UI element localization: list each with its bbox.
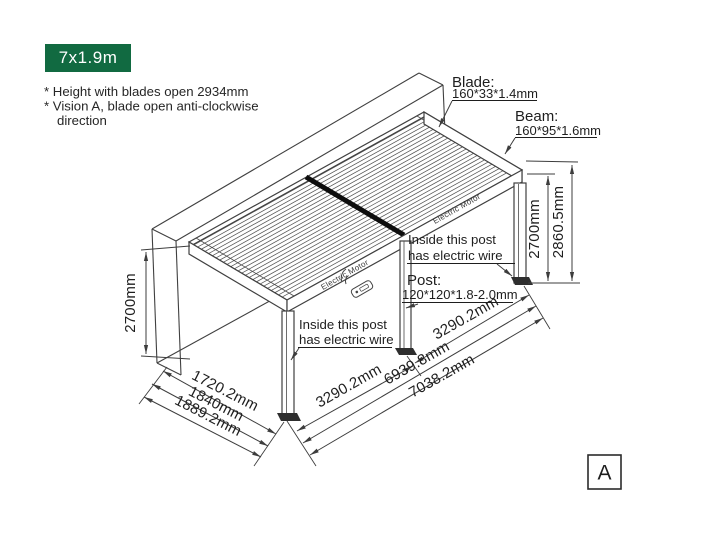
callout-beam: Beam: 160*95*1.6mm [504, 108, 601, 155]
remote-control-icon [340, 268, 374, 298]
dim-label-right-height: 2700mm [526, 199, 543, 259]
wire-top-line2: has electric wire [408, 248, 503, 263]
dimension-right-heights: 2700mm 2860.5mm [525, 160, 580, 284]
dim-label-left-height: 2700mm [122, 273, 139, 333]
note-line-1: * Height with blades open 2934mm [44, 84, 249, 99]
beam-spec: 160*95*1.6mm [515, 123, 601, 138]
note-line-2: * Vision A, blade open anti-clockwise [44, 99, 259, 114]
note-line-3: direction [57, 113, 107, 128]
dim-label-bay-left: 3290.2mm [313, 361, 384, 411]
post-spec: 120*120*1.8-2.0mm [402, 287, 518, 302]
louvered-roof: Electric Motor Electric Motor [187, 110, 524, 314]
post-title: Post: [407, 272, 441, 289]
blade-spec: 160*33*1.4mm [452, 86, 538, 101]
left-post-foot [277, 413, 301, 421]
view-label-box: A [587, 454, 622, 490]
size-badge-label: 7x1.9m [59, 48, 118, 67]
signal-wave-icon [345, 275, 349, 285]
dim-label-right-total-height: 2860.5mm [550, 186, 567, 258]
left-post [281, 310, 295, 419]
dimension-left-height: 2700mm [122, 245, 191, 360]
beam-title: Beam: [515, 108, 558, 125]
right-post [513, 182, 527, 284]
blade-title: Blade: [452, 74, 495, 91]
posts [277, 182, 533, 421]
callout-wire-top: Inside this post has electric wire [407, 232, 515, 277]
size-badge-background [45, 44, 131, 72]
callout-post: Post: 120*120*1.8-2.0mm [402, 272, 518, 309]
right-post-foot [511, 277, 533, 285]
wire-top-line1: Inside this post [408, 232, 496, 247]
size-badge: 7x1.9m [45, 44, 131, 72]
signal-wave-icon [340, 268, 347, 283]
callout-wire-bottom: Inside this post has electric wire [290, 317, 394, 361]
center-divider-beam [304, 174, 406, 238]
callout-blade: Blade: 160*33*1.4mm [438, 74, 538, 128]
drawing-notes: * Height with blades open 2934mm * Visio… [44, 84, 259, 128]
wire-bottom-line1: Inside this post [299, 317, 387, 332]
dimension-length-group: 3290.2mm 3290.2mm 6939.8mm 7038.2mm [286, 285, 551, 467]
wire-bottom-line2: has electric wire [299, 332, 394, 347]
dimension-depth-group: 1720.2mm 1840mm 1889.2mm [138, 366, 285, 467]
view-label: A [597, 462, 611, 485]
